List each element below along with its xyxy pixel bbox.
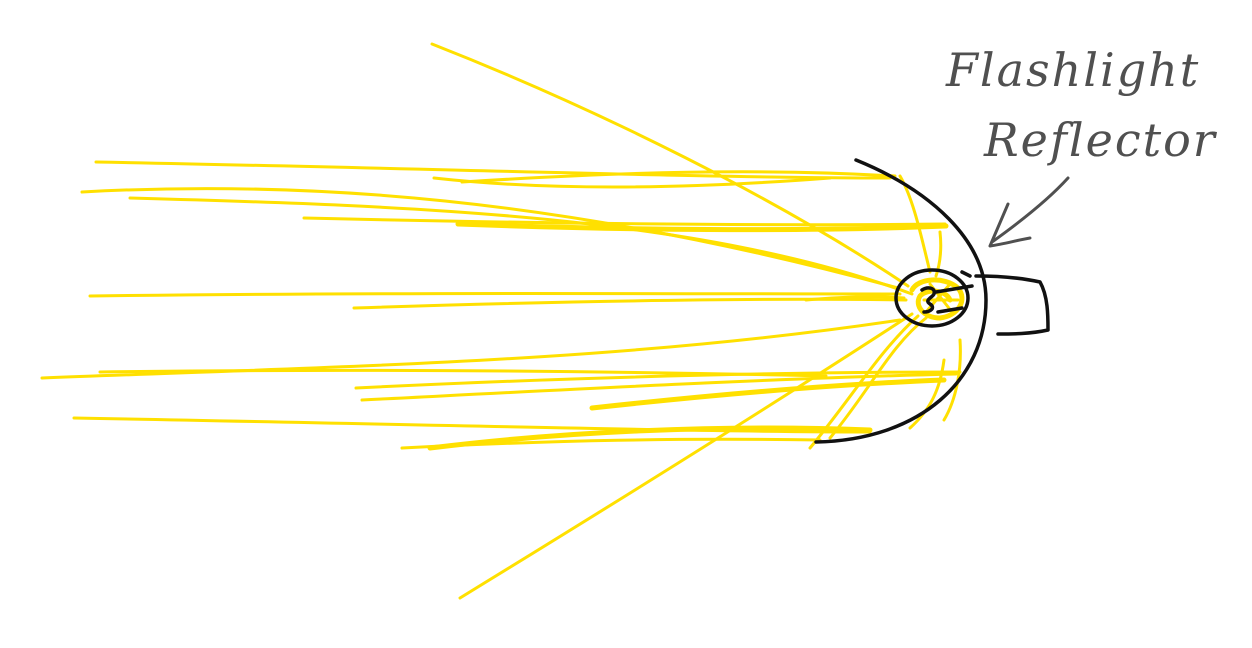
light-ray	[352, 297, 908, 310]
label-flashlight: Flashlight	[945, 43, 1200, 97]
arrow-icon	[988, 176, 1070, 248]
light-ray	[908, 358, 946, 430]
light-ray	[94, 160, 892, 180]
light-ray	[828, 316, 928, 440]
light-ray	[40, 318, 902, 380]
bulb-filament	[920, 286, 937, 314]
light-ray	[432, 176, 832, 189]
light-ray	[458, 312, 914, 600]
light-ray	[72, 416, 872, 434]
light-ray	[455, 221, 949, 233]
light-rays	[40, 42, 962, 600]
bulb-glow	[909, 277, 965, 321]
bulb-filament	[934, 284, 974, 314]
arrow-head	[988, 202, 1032, 248]
reflector-arc	[814, 158, 988, 444]
light-ray	[88, 292, 902, 298]
annotation: Flashlight Reflector	[945, 43, 1218, 167]
bulb-outline	[894, 268, 970, 328]
light-ray	[427, 425, 873, 451]
light-ray	[460, 170, 897, 184]
bulb-icon	[894, 268, 974, 328]
light-ray	[128, 196, 914, 296]
light-ray	[400, 437, 822, 450]
light-ray	[354, 370, 962, 390]
light-ray	[430, 42, 910, 288]
light-ray	[302, 216, 947, 227]
light-ray	[80, 187, 900, 290]
flashlight-body	[974, 274, 1050, 336]
label-reflector: Reflector	[983, 113, 1218, 167]
bulb-socket	[960, 270, 972, 278]
light-ray	[589, 377, 947, 411]
arrow-shaft	[990, 176, 1070, 244]
light-ray	[360, 372, 958, 402]
light-ray	[808, 314, 920, 450]
light-ray	[934, 230, 943, 278]
